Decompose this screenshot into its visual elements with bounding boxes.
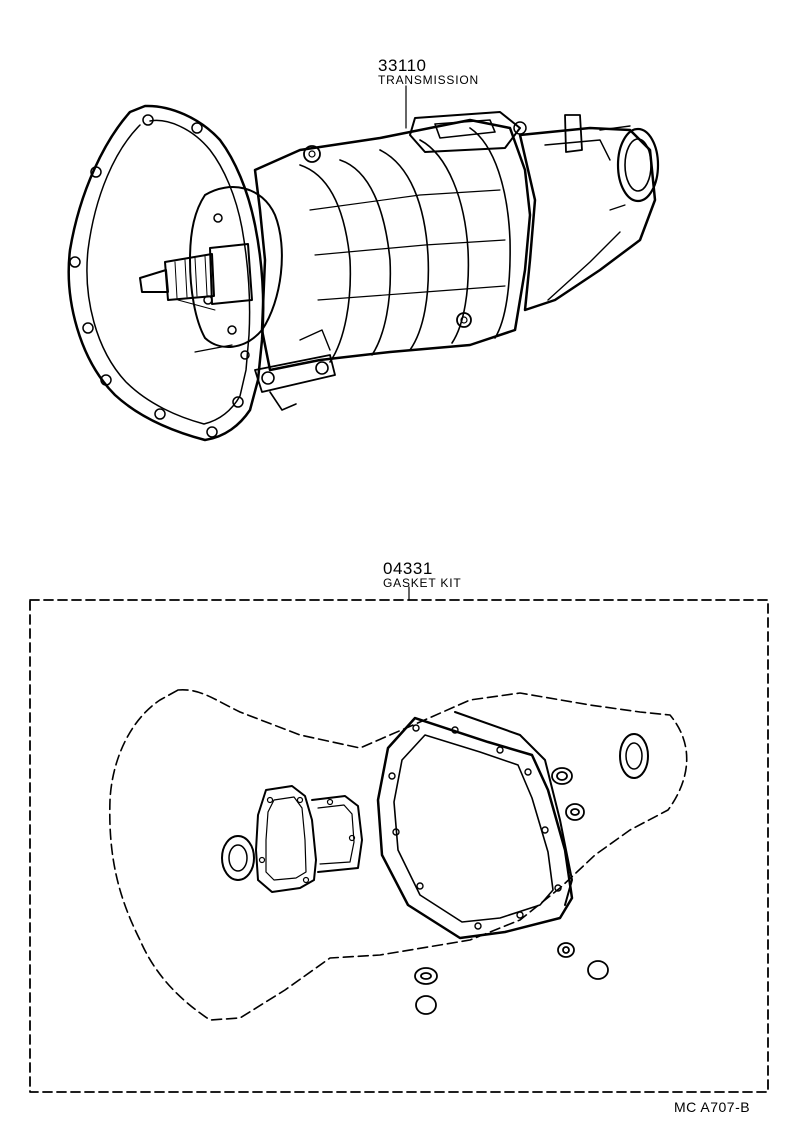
transmission-assembly [67, 104, 660, 442]
input-shaft [139, 243, 253, 353]
main-case [253, 118, 532, 372]
small-seals-and-washers [414, 767, 609, 1015]
diagram-code: MC A707-B [674, 1099, 751, 1115]
gasket-kit-part-name: GASKET KIT [383, 576, 462, 590]
intermediate-plate-gaskets [376, 711, 574, 940]
gasket-kit-part-number: 04331 [383, 559, 433, 578]
rear-oil-seal [619, 733, 649, 779]
gasket-kit-boundary [29, 599, 769, 1093]
front-oil-seal [221, 835, 255, 881]
transmission-part-name: TRANSMISSION [378, 73, 479, 87]
phantom-transmission-outline [108, 689, 688, 1021]
bell-housing [67, 104, 283, 442]
transmission-part-number: 33110 [378, 56, 427, 75]
bearing-retainer-gaskets [255, 785, 363, 893]
shift-linkage [254, 329, 336, 411]
extension-housing [518, 125, 660, 312]
